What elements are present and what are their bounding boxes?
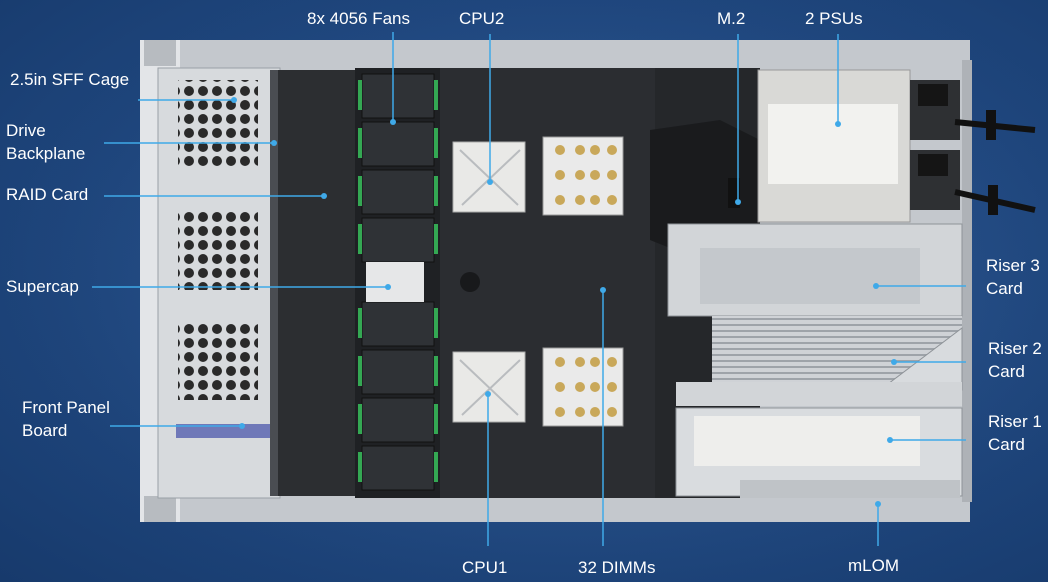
dimms-upper (542, 136, 624, 216)
label-front-panel-board-2: Board (22, 421, 68, 440)
dimms-lower (542, 347, 624, 427)
front-panel-board (176, 424, 290, 438)
label-supercap: Supercap (6, 277, 79, 296)
label-cpu2: CPU2 (459, 9, 505, 28)
label-riser3-1: Riser 3 (986, 256, 1040, 275)
label-m2: M.2 (717, 9, 746, 28)
psu-bay (757, 69, 1036, 223)
label-psus: 2 PSUs (805, 9, 863, 28)
riser-1 (675, 407, 963, 497)
label-drive-backplane-1: Drive (6, 121, 46, 140)
riser-3 (667, 223, 963, 317)
label-riser2-2: Card (988, 362, 1025, 381)
label-fans: 8x 4056 Fans (307, 9, 411, 28)
supercap (366, 262, 424, 302)
label-riser1-2: Card (988, 435, 1025, 454)
label-cpu1: CPU1 (462, 558, 508, 577)
leader-lines (92, 32, 966, 546)
label-front-panel-board-1: Front Panel (22, 398, 110, 417)
label-raid-card: RAID Card (6, 185, 89, 204)
label-riser3-2: Card (986, 279, 1023, 298)
label-drive-backplane-2: Backplane (6, 144, 86, 163)
fan-bank (355, 68, 440, 498)
label-riser1-1: Riser 1 (988, 412, 1042, 431)
mlom (740, 480, 960, 498)
label-sff-cage: 2.5in SFF Cage (10, 70, 130, 89)
label-dimms: 32 DIMMs (578, 558, 656, 577)
raid-area (270, 70, 355, 496)
leader-dots (231, 97, 897, 507)
label-mlom: mLOM (848, 556, 899, 575)
riser-2 (676, 316, 963, 406)
cpu2-heatsink (452, 141, 526, 213)
cpu1-heatsink (452, 351, 526, 423)
label-riser2-1: Riser 2 (988, 339, 1042, 358)
